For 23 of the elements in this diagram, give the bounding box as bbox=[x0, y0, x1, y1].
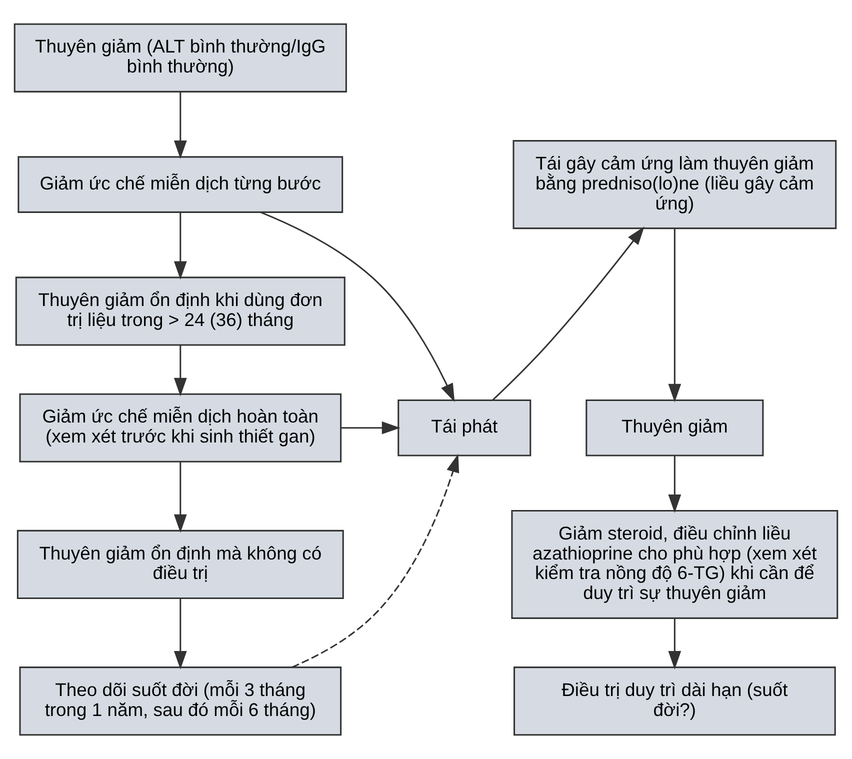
arrow bbox=[668, 456, 682, 513]
node-box: Tái gây cảm ứng làm thuyên giảm bằng predniso(lo)ne (liều gây cảm ứng) bbox=[512, 140, 837, 230]
arrow bbox=[492, 226, 644, 401]
node-box: Điều trị duy trì dài hạn (suốt đời?) bbox=[514, 666, 836, 736]
arrow bbox=[341, 421, 400, 434]
arrow bbox=[668, 228, 682, 402]
arrow bbox=[174, 598, 187, 670]
node-box: Thuyên giảm bbox=[586, 399, 764, 456]
node-box: Thuyên giảm (ALT bình thường/IgG bình thường) bbox=[14, 23, 347, 92]
arrow bbox=[260, 212, 455, 402]
arrow bbox=[174, 212, 187, 280]
arrow bbox=[174, 92, 187, 159]
node-box: Thuyên giảm ổn định khi dùng đơn trị liệu trong > 24 (36) tháng bbox=[15, 276, 346, 346]
node-box: Theo dõi suốt đời (mỗi 3 tháng trong 1 năm, sau đó mỗi 6 tháng) bbox=[19, 666, 342, 736]
arrow bbox=[174, 344, 187, 396]
node-box: Giảm steroid, điều chỉnh liều azathioprine cho phù hợp (xem xét kiểm tra nồng độ 6-TG) khi cần để duy trì sự thuyên giảm bbox=[511, 510, 838, 619]
arrow bbox=[292, 454, 460, 668]
arrow bbox=[174, 462, 187, 533]
arrow bbox=[668, 618, 682, 670]
node-box: Thuyên giảm ổn định mà không có điều trị bbox=[16, 530, 344, 599]
node-box: Tái phát bbox=[398, 399, 532, 456]
node-box: Giảm ức chế miễn dịch từng bước bbox=[18, 156, 344, 213]
node-box: Giảm ức chế miễn dịch hoàn toàn (xem xét trước khi sinh thiết gan) bbox=[19, 393, 342, 462]
